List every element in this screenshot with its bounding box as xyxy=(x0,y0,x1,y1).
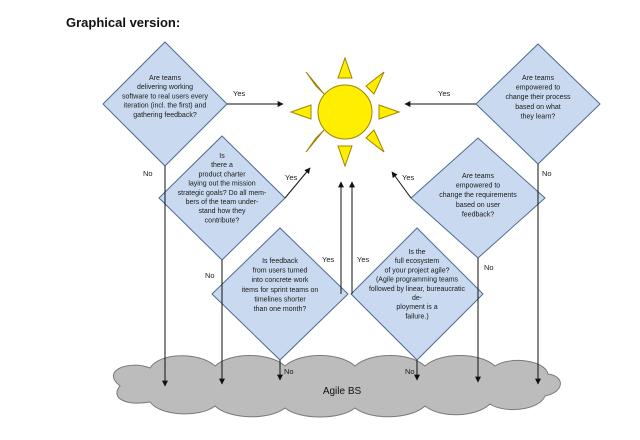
decision-line: of your project agile? xyxy=(385,267,450,274)
decision-line: items for sprint teams on xyxy=(242,287,319,294)
cloud-label: Agile BS xyxy=(323,386,362,397)
decision-line: there a xyxy=(211,162,233,169)
yes-label-d1: Yes xyxy=(233,89,245,98)
no-label-d1: No xyxy=(143,169,153,178)
decision-full-ecosystem: Is the full ecosystem of your project agil… xyxy=(350,227,484,361)
diagram-heading: Graphical version: xyxy=(66,15,181,30)
decision-line: from users turned xyxy=(253,268,308,275)
no-arrows xyxy=(162,164,541,387)
decision-line: stand how they xyxy=(198,208,246,215)
yes-label-d3: Yes xyxy=(322,255,334,264)
decision-delivering-software: Are teams delivering working software to r… xyxy=(102,41,228,167)
decision-product-charter: Is there a product charter laying out the m… xyxy=(158,135,286,261)
yes-label-d5: Yes xyxy=(402,173,414,182)
decision-line: delivering working xyxy=(137,84,193,91)
no-label-d2: No xyxy=(205,271,215,280)
decision-line: feedback? xyxy=(462,211,494,218)
decision-line: gathering feedback? xyxy=(133,112,197,119)
decision-line: change their process xyxy=(506,94,571,101)
decision-line: ployment is a xyxy=(396,304,437,311)
decision-line: iteration (incl. the first) and xyxy=(124,103,207,110)
decision-change-requirements: Are teams empowered to change the requirem… xyxy=(410,137,546,259)
decision-line: software to real users every xyxy=(122,93,208,100)
decision-line: strategic goals? Do all mem- xyxy=(178,190,267,197)
decision-text-d5: Are teams empowered to change the requirem… xyxy=(439,173,517,218)
decision-text-d3: Is feedback from users turned into concret… xyxy=(242,258,319,313)
decision-line: contribute? xyxy=(205,217,240,224)
decision-line: product charter xyxy=(198,171,246,178)
sun-icon xyxy=(289,56,401,168)
decision-line: failure.) xyxy=(405,313,428,320)
decision-line: laying out the mission xyxy=(188,181,255,188)
decision-text-d1: Are teams delivering working software to r… xyxy=(122,75,208,119)
no-label-d3: No xyxy=(284,367,294,376)
no-label-d4: No xyxy=(542,169,552,178)
decision-line: Is the xyxy=(408,249,425,256)
decision-line: empowered to xyxy=(456,183,500,190)
decision-line: de- xyxy=(412,295,423,302)
yes-label-d4: Yes xyxy=(438,89,450,98)
decision-line: Is xyxy=(219,153,225,160)
branch-labels: Yes Yes Yes Yes Yes Yes No No No No No N… xyxy=(143,89,552,376)
decision-line: than one month? xyxy=(254,306,307,313)
agile-bs-cloud: Agile BS xyxy=(112,355,561,418)
decision-line: they learn? xyxy=(521,113,556,120)
decision-line: based on user xyxy=(456,202,501,209)
no-label-d5: No xyxy=(484,263,494,272)
decision-line: bers of the team under- xyxy=(186,199,259,206)
decision-line: Are teams xyxy=(522,75,554,82)
yes-arrows xyxy=(227,101,476,294)
yes-label-d6: Yes xyxy=(357,255,369,264)
decision-line: full ecosystem xyxy=(395,258,440,265)
decision-text-d6: Is the full ecosystem of your project agil… xyxy=(369,249,466,320)
decision-line: (Agile programming teams xyxy=(376,277,459,284)
decision-line: Are teams xyxy=(149,75,181,82)
decision-line: Is feedback xyxy=(262,258,298,265)
decision-line: Are teams xyxy=(462,173,494,180)
decision-line: timelines shorter xyxy=(254,296,306,303)
decision-text-d2: Is there a product charter laying out the m… xyxy=(178,153,267,224)
decision-change-process: Are teams empowered to change their proces… xyxy=(475,43,601,165)
decision-line: empowered to xyxy=(516,85,560,92)
decision-line: into concrete work xyxy=(252,277,309,284)
decision-line: followed by linear, bureaucratic xyxy=(369,286,466,293)
decision-line: based on what xyxy=(515,104,561,111)
no-label-d6: No xyxy=(405,367,415,376)
decision-text-d4: Are teams empowered to change their proces… xyxy=(506,75,571,120)
yes-label-d2: Yes xyxy=(285,173,297,182)
decision-line: change the requirements xyxy=(439,192,517,199)
